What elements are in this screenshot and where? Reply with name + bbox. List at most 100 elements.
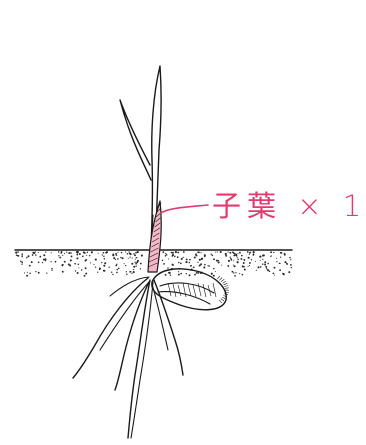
- soil-dot: [104, 262, 106, 264]
- soil-dot: [163, 252, 164, 253]
- soil-dot: [125, 252, 126, 253]
- soil-dot: [270, 256, 271, 257]
- soil-dot: [35, 254, 37, 256]
- seed-stripe: [178, 285, 181, 296]
- soil-dot: [234, 265, 236, 267]
- soil-dot: [76, 254, 78, 256]
- soil-dot: [248, 266, 249, 267]
- soil-dot: [266, 268, 267, 269]
- soil-dot: [209, 265, 210, 266]
- soil-dot: [163, 263, 165, 265]
- soil-dot: [113, 257, 115, 259]
- soil-dot: [77, 272, 79, 274]
- soil-dot: [15, 252, 17, 254]
- soil-dot: [203, 266, 205, 268]
- soil-dot: [215, 252, 216, 253]
- soil-dot: [77, 251, 79, 253]
- soil-dot: [234, 275, 236, 277]
- soil-dot: [243, 262, 245, 264]
- soil-dot: [17, 251, 19, 253]
- soil-dot: [111, 271, 112, 272]
- soil-dot: [257, 266, 259, 268]
- label-leader-line: [161, 205, 208, 213]
- seed-stripe: [173, 284, 176, 297]
- soil-dot: [242, 265, 244, 267]
- soil-dot: [45, 258, 47, 260]
- soil-dot: [204, 264, 206, 266]
- soil-dot: [62, 255, 63, 256]
- soil-dot: [290, 264, 292, 266]
- soil-dot: [118, 267, 120, 269]
- soil-dot: [27, 272, 28, 273]
- soil-dot: [75, 270, 76, 271]
- soil-dot: [201, 258, 203, 260]
- soil-dot: [269, 270, 271, 272]
- soil-dot: [250, 251, 251, 252]
- soil-dot: [213, 268, 215, 270]
- soil-dot: [134, 262, 135, 263]
- soil-dot: [189, 274, 191, 276]
- soil-dot: [140, 268, 141, 269]
- soil-dot: [197, 262, 198, 263]
- soil-dot: [85, 267, 87, 269]
- soil-dot: [228, 252, 229, 253]
- soil-dot: [284, 261, 286, 263]
- soil-dot: [79, 253, 80, 254]
- soil-dot: [267, 269, 269, 271]
- soil-dot: [171, 255, 173, 257]
- soil-dot: [256, 270, 257, 271]
- soil-dot: [177, 252, 179, 254]
- soil-dot: [204, 254, 205, 255]
- soil-dot: [29, 265, 31, 267]
- soil-dot: [239, 252, 241, 254]
- soil-dot: [262, 255, 264, 257]
- soil-dot: [134, 254, 136, 256]
- leaf-blade-left: [120, 100, 151, 180]
- soil-dot: [68, 252, 70, 254]
- soil-dot: [229, 252, 231, 254]
- soil-dot: [233, 254, 235, 256]
- soil-dot: [131, 263, 133, 265]
- soil-dot: [136, 257, 137, 258]
- soil-dot: [78, 267, 79, 268]
- soil-dot: [116, 272, 118, 274]
- seed-husk-line-2: [158, 292, 210, 304]
- soil-dot: [102, 254, 103, 255]
- soil-dot: [290, 259, 291, 260]
- soil-dot: [95, 266, 96, 267]
- soil-dot: [128, 258, 129, 259]
- soil-dot: [140, 263, 142, 265]
- root-left-far-inner: [100, 281, 150, 350]
- soil-dot: [280, 256, 281, 257]
- soil-dot: [137, 260, 139, 262]
- soil-dot: [177, 256, 179, 258]
- soil-dot: [220, 251, 222, 253]
- seed-stripe: [213, 283, 216, 297]
- soil-dot: [24, 272, 25, 273]
- soil-dot: [32, 254, 34, 256]
- cotyledon: [148, 201, 161, 272]
- soil-dot: [129, 252, 131, 254]
- soil-dot: [233, 260, 234, 261]
- soil-dot: [64, 253, 65, 254]
- soil-dot: [270, 251, 272, 253]
- soil-dot: [50, 261, 51, 262]
- soil-dot: [130, 257, 131, 258]
- soil-dot: [195, 253, 197, 255]
- soil-dot: [85, 259, 87, 261]
- soil-dot: [76, 257, 78, 259]
- seed-hair: [221, 279, 224, 281]
- soil-dot: [276, 258, 277, 259]
- seed-stripe: [193, 285, 196, 297]
- soil-dot: [127, 253, 129, 255]
- soil-dot: [74, 263, 76, 265]
- soil-dot: [95, 259, 97, 261]
- soil-dot: [124, 263, 125, 264]
- soil-dot: [83, 252, 84, 253]
- soil-dot: [71, 255, 73, 257]
- soil-dot: [93, 264, 94, 265]
- soil-dot: [103, 256, 104, 257]
- seed-hair: [217, 276, 220, 279]
- soil-dot: [165, 255, 167, 257]
- soil-dot: [249, 265, 250, 266]
